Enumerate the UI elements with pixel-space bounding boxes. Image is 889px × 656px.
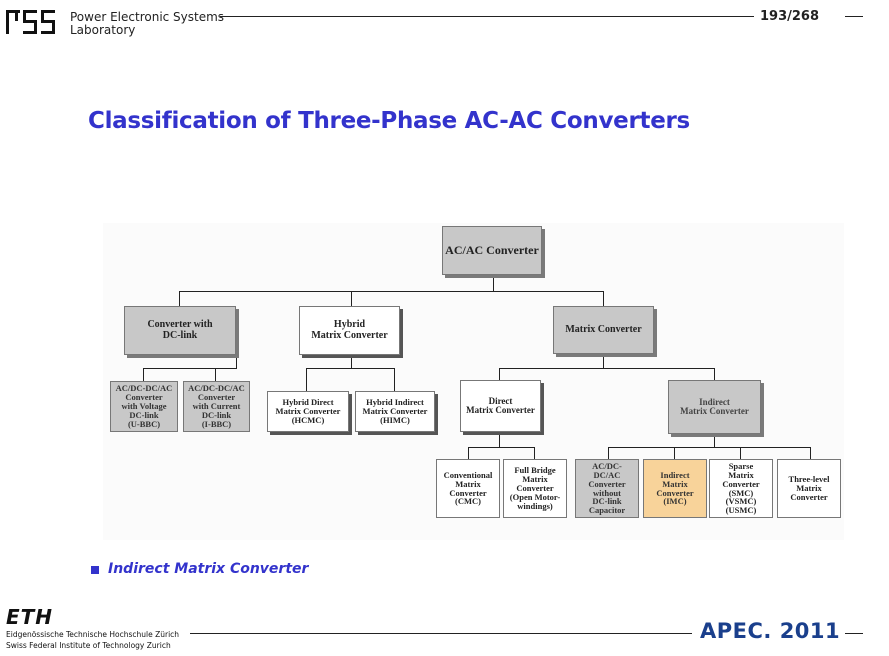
connector bbox=[674, 447, 675, 459]
connector bbox=[236, 356, 237, 368]
eth-name-english: Swiss Federal Institute of Technology Zu… bbox=[6, 641, 171, 650]
lab-name-line2: Laboratory bbox=[70, 23, 136, 37]
lab-name-line1: Power Electronic Systems bbox=[70, 10, 225, 24]
node-full-bridge-matrix-converter: Full Bridge Matrix Converter (Open Motor… bbox=[503, 459, 567, 518]
footer-rule bbox=[190, 633, 692, 634]
connector bbox=[468, 447, 469, 459]
bullet-marker bbox=[91, 566, 99, 574]
connector bbox=[499, 368, 715, 369]
connector bbox=[215, 368, 216, 381]
node-smc: Sparse Matrix Converter (SMC) (VSMC) (US… bbox=[709, 459, 773, 518]
connector bbox=[179, 291, 180, 306]
connector bbox=[468, 447, 535, 448]
connector bbox=[306, 368, 307, 391]
connector bbox=[740, 447, 741, 459]
node-ac-ac-converter: AC/AC Converter bbox=[442, 226, 542, 275]
connector bbox=[714, 368, 715, 380]
connector bbox=[143, 368, 237, 369]
connector bbox=[499, 368, 500, 380]
node-himc: Hybrid Indirect Matrix Converter (HIMC) bbox=[355, 391, 435, 432]
node-converter-with-dc-link: Converter with DC-link bbox=[124, 306, 236, 355]
footer-rule-right bbox=[845, 633, 863, 634]
page-number: 193/268 bbox=[760, 9, 820, 24]
eth-logo: ETH bbox=[6, 605, 54, 629]
node-no-dc-link-capacitor: AC/DC- DC/AC Converter without DC-link C… bbox=[575, 459, 639, 518]
connector bbox=[499, 433, 500, 447]
lab-name: Power Electronic Systems Laboratory bbox=[70, 11, 224, 37]
connector bbox=[493, 276, 494, 291]
bullet-text: Indirect Matrix Converter bbox=[108, 561, 309, 577]
header-rule bbox=[220, 16, 754, 17]
connector bbox=[608, 447, 609, 459]
node-hybrid-matrix-converter: Hybrid Matrix Converter bbox=[299, 306, 400, 355]
connector bbox=[351, 291, 352, 306]
connector bbox=[810, 447, 811, 459]
connector bbox=[603, 291, 604, 306]
node-hcmc: Hybrid Direct Matrix Converter (HCMC) bbox=[267, 391, 349, 432]
connector bbox=[351, 356, 352, 368]
node-indirect-matrix-converter: Indirect Matrix Converter bbox=[668, 380, 761, 434]
header-rule-right bbox=[845, 16, 863, 17]
eth-name-german: Eidgenössische Technische Hochschule Zür… bbox=[6, 630, 180, 639]
node-three-level-matrix-converter: Three-level Matrix Converter bbox=[777, 459, 841, 518]
node-matrix-converter: Matrix Converter bbox=[553, 306, 654, 354]
connector bbox=[394, 368, 395, 391]
connector bbox=[608, 447, 811, 448]
connector bbox=[306, 368, 395, 369]
apec-2011-logo: APEC. 2011 bbox=[700, 619, 841, 643]
node-direct-matrix-converter: Direct Matrix Converter bbox=[460, 380, 541, 432]
slide-title: Classification of Three-Phase AC-AC Conv… bbox=[88, 108, 690, 134]
classification-tree: AC/AC Converter Converter with DC-link H… bbox=[103, 223, 844, 540]
node-i-bbc: AC/DC-DC/AC Converter with Current DC-li… bbox=[183, 381, 250, 432]
connector bbox=[714, 435, 715, 447]
node-u-bbc: AC/DC-DC/AC Converter with Voltage DC-li… bbox=[110, 381, 178, 432]
pes-logo bbox=[6, 10, 55, 34]
connector bbox=[179, 291, 604, 292]
connector bbox=[534, 447, 535, 459]
connector bbox=[143, 368, 144, 381]
node-cmc: Conventional Matrix Converter (CMC) bbox=[436, 459, 500, 518]
connector bbox=[603, 355, 604, 368]
node-imc-highlighted: Indirect Matrix Converter (IMC) bbox=[643, 459, 707, 518]
